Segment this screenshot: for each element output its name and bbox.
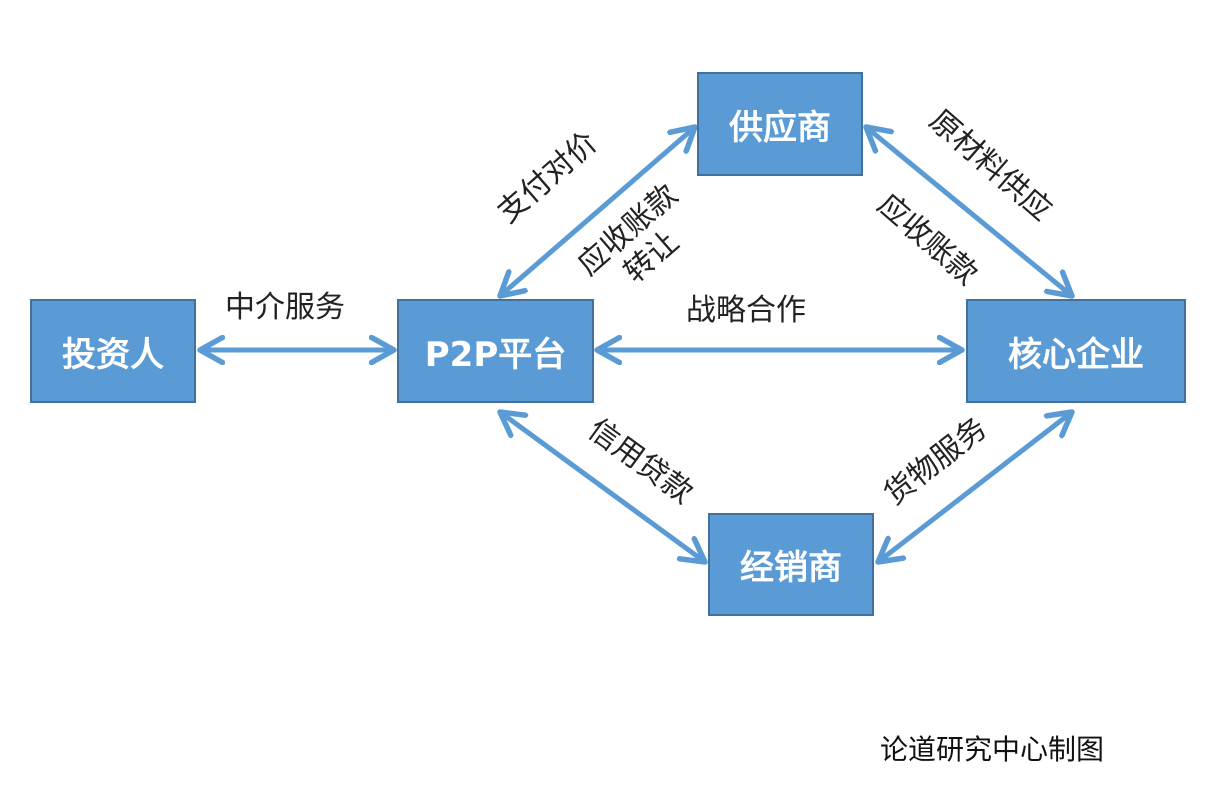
distributor-node: 经销商	[708, 513, 874, 616]
platform-node: P2P平台	[397, 299, 594, 403]
core-enterprise-node: 核心企业	[966, 299, 1186, 403]
arrow-platform-distributor	[500, 412, 705, 562]
investor-node: 投资人	[30, 299, 196, 403]
source-caption: 论道研究中心制图	[880, 733, 1105, 766]
edge-label-strategic-cooperation: 战略合作	[686, 293, 806, 328]
supplier-node: 供应商	[697, 72, 863, 176]
arrow-distributor-core	[878, 412, 1072, 562]
edge-label-intermediary-service: 中介服务	[225, 290, 345, 325]
arrow-supplier-core	[866, 127, 1072, 296]
arrow-platform-supplier	[500, 127, 695, 296]
